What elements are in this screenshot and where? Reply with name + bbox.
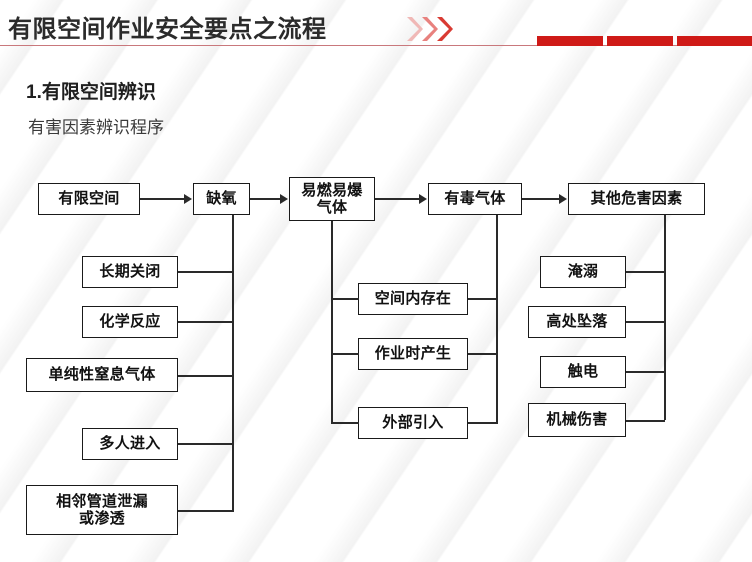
node-mechanical-injury[interactable]: 机械伤害 [528, 403, 626, 437]
red-block-1 [537, 36, 603, 46]
branch-line-mechanical-injury [626, 420, 665, 422]
node-adjacent-pipe-leak[interactable]: 相邻管道泄漏 或渗透 [26, 485, 178, 535]
branch-line-exists-in-space-right [468, 298, 497, 300]
node-fall-from-height[interactable]: 高处坠落 [528, 306, 626, 338]
branch-line-fall-from-height [626, 321, 665, 323]
node-other-hazard-factors[interactable]: 其他危害因素 [568, 183, 705, 215]
node-confined-space[interactable]: 有限空间 [38, 183, 140, 215]
node-electric-shock[interactable]: 触电 [540, 356, 626, 388]
node-drowning[interactable]: 淹溺 [540, 256, 626, 288]
node-exists-in-space[interactable]: 空间内存在 [358, 283, 468, 315]
red-block-3 [677, 36, 752, 46]
branch-line-multiple-people-entry [178, 443, 233, 445]
branch-line-generated-during-work-left [331, 353, 359, 355]
node-multiple-people-entry[interactable]: 多人进入 [82, 428, 178, 460]
branch-line-adjacent-pipe-leak [178, 510, 233, 512]
section-subtitle: 有害因素辨识程序 [28, 118, 164, 137]
node-flammable-explosive-gas[interactable]: 易燃易爆 气体 [289, 177, 375, 221]
arrow-head-flammable-to-toxic [419, 194, 427, 204]
double-chevron-right-icon [406, 15, 474, 43]
page-title: 有限空间作业安全要点之流程 [8, 16, 327, 43]
header-divider [0, 45, 752, 46]
chevron-right-icon-3 [436, 15, 453, 43]
branch-line-electric-shock [626, 371, 665, 373]
arrow-line-oxygen-to-flammable [250, 198, 280, 200]
branch-line-simple-asphyxiant-gas [178, 375, 233, 377]
branch-line-long-term-closed [178, 271, 233, 273]
arrow-line-toxic-to-other [522, 198, 559, 200]
branch-line-chemical-reaction [178, 321, 233, 323]
branch-trunk-middle-left [331, 221, 333, 424]
branch-line-exists-in-space-left [331, 298, 359, 300]
node-generated-during-work[interactable]: 作业时产生 [358, 338, 468, 370]
slide-header: 有限空间作业安全要点之流程 [0, 0, 752, 52]
branch-line-generated-during-work-right [468, 353, 497, 355]
node-simple-asphyxiant-gas[interactable]: 单纯性窒息气体 [26, 358, 178, 392]
branch-trunk-middle-right [496, 215, 498, 424]
arrow-head-oxygen-to-flammable [280, 194, 288, 204]
section-number-title: 1.有限空间辨识 [26, 82, 156, 103]
branch-line-introduced-externally-left [331, 422, 359, 424]
branch-trunk-right [664, 215, 666, 420]
arrow-head-toxic-to-other [559, 194, 567, 204]
header-red-blocks [537, 36, 752, 46]
arrow-head-confined-to-oxygen [184, 194, 192, 204]
chevron-right-icon-1 [406, 15, 423, 43]
node-oxygen-deficiency[interactable]: 缺氧 [193, 183, 250, 215]
branch-line-drowning [626, 271, 665, 273]
arrow-line-confined-to-oxygen [140, 198, 184, 200]
chevron-right-icon-2 [421, 15, 438, 43]
branch-line-introduced-externally-right [468, 422, 497, 424]
node-toxic-gas[interactable]: 有毒气体 [428, 183, 522, 215]
node-chemical-reaction[interactable]: 化学反应 [82, 306, 178, 338]
node-long-term-closed[interactable]: 长期关闭 [82, 256, 178, 288]
red-block-2 [607, 36, 673, 46]
arrow-line-flammable-to-toxic [375, 198, 419, 200]
node-introduced-externally[interactable]: 外部引入 [358, 407, 468, 439]
branch-trunk-left [232, 215, 234, 512]
